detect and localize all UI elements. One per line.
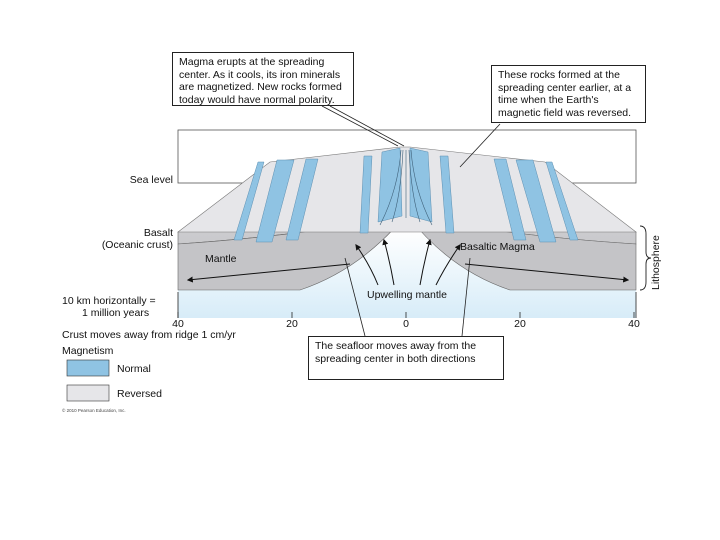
lithosphere-bracket (639, 225, 652, 291)
legend-swatch-reversed (66, 384, 110, 402)
axis-tick-label: 20 (286, 318, 298, 330)
sea-level-label: Sea level (130, 174, 173, 186)
mantle-label: Mantle (205, 253, 237, 265)
normal-stripes-left (233, 147, 403, 243)
legend-title: Magnetism (62, 345, 114, 357)
basalt-label: Basalt (144, 227, 173, 239)
legend-label-normal: Normal (117, 363, 151, 375)
callout-reversed-rocks: These rocks formed at the spreading cent… (491, 65, 646, 123)
callout-leaders (321, 105, 501, 337)
legend-swatch-normal (66, 359, 110, 377)
mantle-flow-arrow-left (186, 263, 351, 283)
axis-tick-label: 0 (403, 318, 409, 330)
normal-stripes-right (409, 147, 579, 243)
callout-magma: Magma erupts at the spreading center. As… (172, 52, 354, 106)
axis-tick-label: 40 (628, 318, 640, 330)
oceanic-crust-label: (Oceanic crust) (102, 239, 173, 251)
axis-tick-label: 40 (172, 318, 184, 330)
copyright-text: © 2010 Pearson Education, Inc. (62, 407, 126, 413)
upwelling-mantle-label: Upwelling mantle (367, 289, 447, 301)
upwelling-arrows (355, 238, 461, 286)
scale-label-line2: 1 million years (82, 307, 149, 319)
mantle-flow-arrow-right (464, 263, 630, 283)
ridge-crest-lines (379, 149, 433, 226)
axis-tick-label: 20 (514, 318, 526, 330)
lithosphere-label: Lithosphere (650, 235, 662, 290)
callout-seafloor: The seafloor moves away from the spreadi… (308, 336, 504, 380)
scale-label-line1: 10 km horizontally = (62, 295, 156, 307)
axis-ticks: 40 20 0 20 40 (172, 312, 640, 330)
legend-label-reversed: Reversed (117, 388, 162, 400)
crust-moves-label: Crust moves away from ridge 1 cm/yr (62, 329, 236, 341)
basaltic-magma-label: Basaltic Magma (460, 241, 535, 253)
